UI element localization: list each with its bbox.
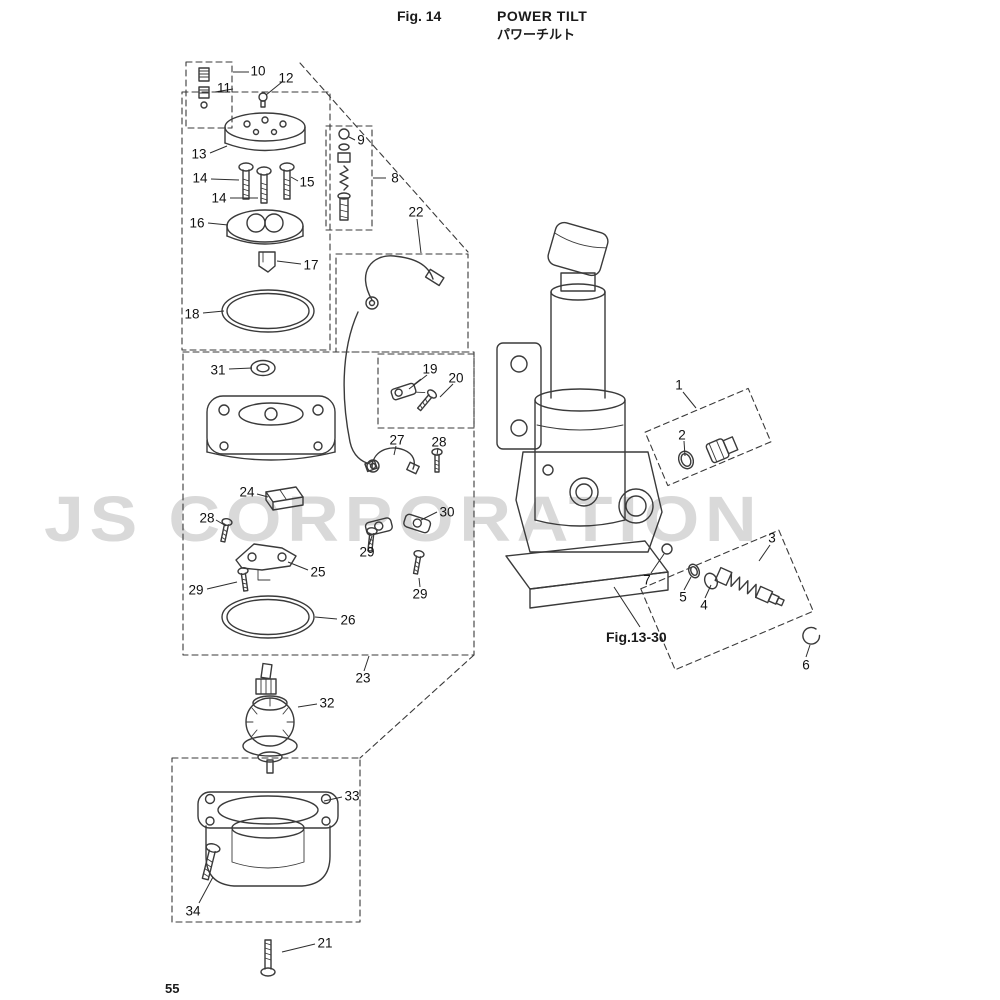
part-callout-21: 21 [317,935,333,951]
valve-kit-detail [661,543,821,645]
part-callout-29: 29 [359,544,375,560]
part-callout-5: 5 [679,589,687,605]
part-callout-24: 24 [239,484,255,500]
part-callout-7: 7 [643,572,651,588]
part-callout-26: 26 [340,612,356,628]
tilt-cylinder-assembly [496,221,669,609]
part-callout-23: 23 [355,670,371,686]
group-boxes [171,61,814,923]
part-callout-17: 17 [303,257,319,273]
part-callout-16: 16 [189,215,205,231]
part-callout-1: 1 [675,377,683,393]
leader-lines [198,71,811,953]
cross-reference-label: Fig.13-30 [606,629,667,645]
part-callout-29: 29 [412,586,428,602]
page-title-japanese: パワーチルト [497,27,576,42]
part-callout-34: 34 [185,903,201,919]
part-callout-25: 25 [310,564,326,580]
part-callout-18: 18 [184,306,200,322]
part-callout-9: 9 [357,132,365,148]
part-callout-6: 6 [802,657,810,673]
part-callout-29: 29 [188,582,204,598]
part-callout-22: 22 [408,204,424,220]
part-callout-33: 33 [344,788,360,804]
part-callout-4: 4 [700,597,708,613]
part-callout-31: 31 [210,362,226,378]
part-callout-8: 8 [391,170,399,186]
part-callout-30: 30 [439,504,455,520]
part-callout-15: 15 [299,174,315,190]
plug-kit-detail [677,436,739,470]
part-callout-32: 32 [319,695,335,711]
valve-subkit-8 [337,128,351,221]
watermark-text: JS CORPORATION [44,483,763,555]
part-callout-20: 20 [448,370,464,386]
part-callout-3: 3 [768,530,776,546]
part-callout-12: 12 [278,70,294,86]
part-callout-27: 27 [389,432,405,448]
part-callout-19: 19 [422,361,438,377]
part-callout-14: 14 [211,190,227,206]
part-callout-14: 14 [192,170,208,186]
page-title: POWER TILT [497,8,588,24]
part-callout-13: 13 [191,146,207,162]
part-callout-28: 28 [199,510,215,526]
part-callout-11: 11 [216,80,232,96]
part-callout-2: 2 [678,427,686,443]
figure-number: Fig. 14 [397,8,442,24]
part-callout-10: 10 [250,63,266,79]
part-callout-28: 28 [431,434,447,450]
page-number: 55 [165,981,180,996]
pump-exploded-assembly [197,67,445,977]
